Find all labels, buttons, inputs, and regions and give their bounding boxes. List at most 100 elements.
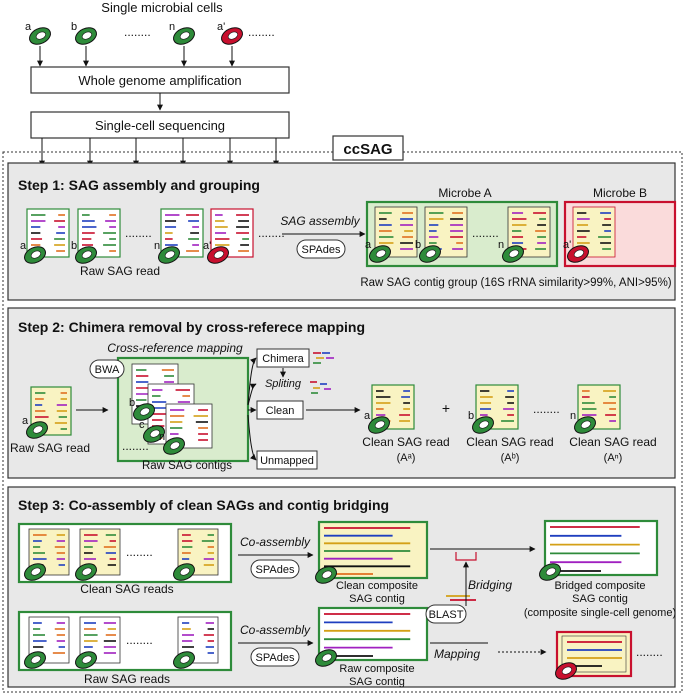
blast-label: BLAST <box>429 609 464 621</box>
clean-read-a: Clean SAG read <box>362 435 449 449</box>
clean-reads-dots: ........ <box>126 545 153 559</box>
clean-box <box>256 400 304 420</box>
green-cell-icon <box>315 566 337 584</box>
cell-nucleus <box>573 249 584 258</box>
red-cell-icon: a' <box>563 239 589 263</box>
green-cell-icon: b <box>415 239 441 263</box>
clean-sub-b: (Aᵇ) <box>501 452 520 464</box>
cell-nucleus <box>81 655 92 664</box>
cell-nucleus <box>81 250 92 259</box>
cell-label: a' <box>563 239 571 251</box>
ccsag-label-box <box>332 135 404 161</box>
step2-crossref-dots: ........ <box>122 439 149 453</box>
step3-trailing-dots: ........ <box>636 645 663 659</box>
green-cell-icon: c <box>139 419 165 443</box>
green-cell-icon: n <box>570 410 596 434</box>
cell-label: a <box>364 410 371 422</box>
cell-nucleus <box>321 653 332 662</box>
red-cell-icon: a' <box>203 240 229 264</box>
microbe-b-label: Microbe B <box>593 186 647 200</box>
top-dots-1: ........ <box>124 25 151 39</box>
cell-nucleus <box>561 666 572 675</box>
cell-label: n <box>154 240 160 252</box>
cell-nucleus <box>164 250 175 259</box>
microbe-a-label: Microbe A <box>438 186 491 200</box>
cell-label: n <box>498 239 504 251</box>
cell-nucleus <box>81 31 92 40</box>
cell-label: a <box>365 239 372 251</box>
green-cell-icon <box>75 651 97 669</box>
cell-label: a <box>25 21 32 33</box>
cell-nucleus <box>478 420 489 429</box>
sequencing-box <box>30 111 290 139</box>
wga-label: Whole genome amplification <box>78 73 241 88</box>
step1-title: Step 1: SAG assembly and grouping <box>18 177 260 193</box>
cell-label: n <box>169 21 175 33</box>
read-box <box>507 206 551 258</box>
green-cell-icon <box>75 563 97 581</box>
contig-box-frame <box>317 520 429 580</box>
green-cell-icon: a <box>25 21 51 45</box>
cell-nucleus <box>508 249 519 258</box>
cell-nucleus <box>227 31 238 40</box>
bridging-glyph <box>455 552 477 561</box>
read-box <box>26 208 70 258</box>
cell-nucleus <box>30 567 41 576</box>
green-cell-icon <box>173 563 195 581</box>
blast-pill <box>425 604 467 624</box>
spliting-label: Spliting <box>265 378 302 390</box>
clean-composite-line2: SAG contig <box>349 593 405 605</box>
top-dots-2: ........ <box>248 25 275 39</box>
green-cell-icon <box>539 563 561 581</box>
red-cell-icon: a' <box>217 21 243 45</box>
cell-nucleus <box>30 655 41 664</box>
cell-label: b <box>129 397 135 409</box>
green-cell-icon <box>24 651 46 669</box>
read-box <box>28 528 70 576</box>
step1-dots: ........ <box>125 226 152 240</box>
step1-group-caption: Raw SAG contig group (16S rRNA similarit… <box>360 277 671 289</box>
cell-label: c <box>139 419 145 431</box>
green-cell-icon: b <box>468 410 494 434</box>
coassembly-label-2: Co-assembly <box>240 623 311 637</box>
cell-nucleus <box>179 655 190 664</box>
red-cell-icon <box>555 662 577 680</box>
contig-box-frame <box>543 519 659 577</box>
read-box <box>572 206 616 258</box>
cell-label: b <box>415 239 421 251</box>
cell-label: n <box>570 410 576 422</box>
cell-nucleus <box>374 420 385 429</box>
cell-nucleus <box>139 407 150 416</box>
cell-nucleus <box>425 249 436 258</box>
green-cell-icon: b <box>129 397 155 421</box>
bridging-label: Bridging <box>468 578 512 592</box>
raw-reads-label: Raw SAG reads <box>84 672 170 686</box>
cell-label: a <box>22 415 29 427</box>
cell-nucleus <box>169 441 180 450</box>
top-cells: a b n a' <box>25 21 243 67</box>
chimera-branch-arrow <box>247 357 257 406</box>
step2-title: Step 2: Chimera removal by cross-referec… <box>18 319 365 335</box>
cell-nucleus <box>81 567 92 576</box>
raw-composite-line2: SAG contig <box>349 676 405 688</box>
clean-sub-a: (Aᵃ) <box>397 452 416 464</box>
bwa-label: BWA <box>95 364 120 376</box>
split-branch-arrow <box>247 383 257 406</box>
chimera-box <box>256 348 310 368</box>
plus-sign: + <box>442 400 450 416</box>
read-box <box>30 386 72 436</box>
step1-dots: ........ <box>258 226 285 240</box>
green-cell-icon: a <box>22 415 48 439</box>
cell-nucleus <box>179 567 190 576</box>
cell-label: n <box>159 431 165 443</box>
green-cell-icon <box>315 649 337 667</box>
contig-box <box>543 519 659 577</box>
cell-label: a' <box>217 21 225 33</box>
green-cell-icon: n <box>154 240 180 264</box>
clean-sub-n: (Aⁿ) <box>604 452 623 464</box>
cell-label: b <box>71 21 77 33</box>
contig-box-frame <box>317 606 429 662</box>
bridged-line1: Bridged composite <box>554 580 645 592</box>
sequencing-label: Single-cell sequencing <box>95 118 225 133</box>
cell-nucleus <box>30 250 41 259</box>
